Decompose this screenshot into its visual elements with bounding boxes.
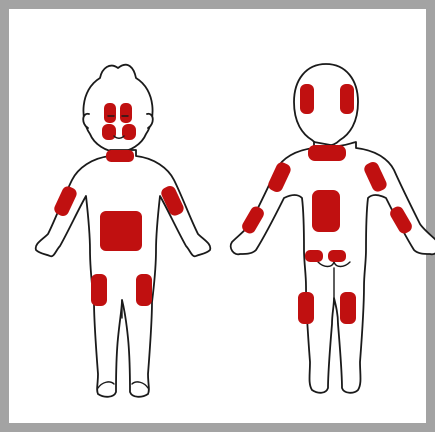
back-body-outline [231,142,435,393]
front-head [83,65,152,152]
patch-back-head-left [300,84,314,114]
patch-back-buttock-left [305,250,323,262]
patch-front-thigh-right [136,274,152,306]
patch-front-chest [106,150,134,162]
patch-front-thigh-left [91,274,107,306]
body-diagram [18,18,435,432]
patch-front-forehead-left [104,103,116,123]
patch-front-abdomen [100,211,142,251]
patch-back-thigh-left [298,292,314,324]
patch-back-buttock-right [328,250,346,262]
front-ear-left [83,114,89,128]
patch-back-thigh-right [340,292,356,324]
patch-back-shoulders [308,145,346,161]
patch-front-cheek-right [122,124,136,140]
patch-back-lower-back [312,190,340,232]
front-ear-right [147,114,153,128]
patch-front-forehead-right [120,103,132,123]
patch-back-head-right [340,84,354,114]
child-back-view [231,64,435,393]
child-front-view [36,65,211,397]
patch-front-cheek-left [102,124,116,140]
front-body-outline [36,150,211,397]
